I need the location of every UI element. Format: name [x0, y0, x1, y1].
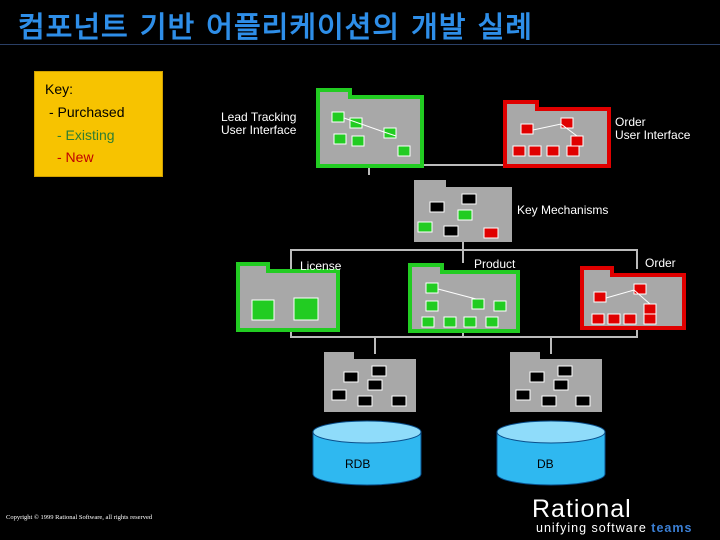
connector-ui-bar [360, 164, 558, 166]
connector-mid-bar [290, 249, 638, 251]
package-key-mechanisms [414, 180, 512, 242]
package-lead-tracking-ui [316, 88, 424, 168]
package-order [580, 266, 686, 330]
connector-mech-drop [462, 240, 464, 250]
title-divider [0, 44, 720, 45]
package-order-ui [503, 100, 611, 168]
package-product [408, 263, 520, 333]
connector-license-drop [290, 249, 292, 269]
connector-low-bar [290, 336, 638, 338]
connector-low-left [290, 330, 292, 338]
package-license [236, 262, 340, 332]
label-order-ui: Order User Interface [615, 115, 691, 142]
db-cylinder [496, 420, 606, 486]
label-product: Product [474, 257, 516, 271]
connector-rdb-drop [374, 336, 376, 354]
connector-product-drop [462, 249, 464, 263]
label-lead-tracking-ui: Lead Tracking User Interface [221, 110, 297, 137]
label-db: DB [537, 457, 554, 471]
copyright-notice: Copyright © 1999 Rational Software, all … [6, 514, 153, 521]
logo-wordmark: Rational [532, 495, 632, 523]
rdb-cylinder [312, 420, 422, 486]
key-heading: Key: [45, 81, 74, 97]
connector-product-stem [462, 330, 464, 337]
label-license: License [300, 259, 342, 273]
connector-db-drop [550, 336, 552, 354]
package-db-access [510, 352, 602, 412]
key-new: - New [57, 149, 94, 165]
key-legend: Key: - Purchased - Existing - New [34, 71, 163, 177]
slide-title: 컴포넌트 기반 어플리케이션의 개발 실례 [18, 10, 533, 44]
key-purchased: - Purchased [49, 104, 125, 120]
rational-logo: Rational unifying software teams [528, 495, 718, 538]
key-existing: - Existing [57, 127, 115, 143]
package-rdb-access [324, 352, 416, 412]
connector-low-right [636, 330, 638, 338]
connector-order-right-drop [636, 249, 638, 269]
label-order: Order [645, 256, 676, 270]
connector-lead-drop [368, 164, 370, 175]
label-rdb: RDB [345, 457, 371, 471]
logo-tagline: unifying software teams [536, 521, 693, 535]
label-key-mechanisms: Key Mechanisms [517, 203, 609, 217]
